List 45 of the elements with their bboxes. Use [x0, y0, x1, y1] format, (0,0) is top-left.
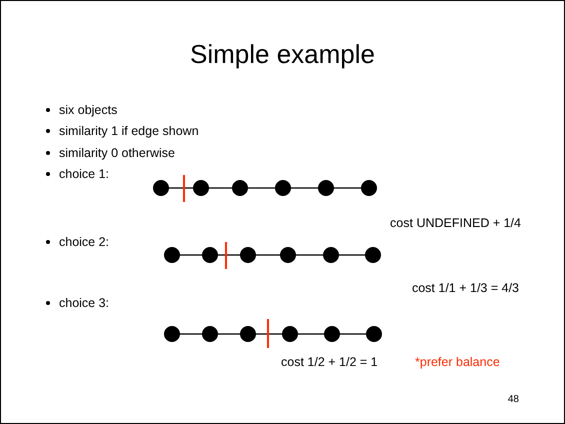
object-dot	[202, 326, 218, 342]
note-text: *prefer balance	[415, 355, 500, 369]
bullet-text: choice 2:	[59, 235, 110, 249]
edge-line	[168, 187, 194, 189]
object-dot	[193, 180, 209, 196]
object-dot	[240, 247, 256, 263]
edge-line	[248, 187, 276, 189]
cost-text: cost 1/2 + 1/2 = 1	[281, 355, 378, 369]
edge-line	[256, 254, 280, 256]
object-dot	[361, 180, 377, 196]
bullet-text: choice 1:	[59, 167, 110, 181]
object-dot	[275, 180, 291, 196]
object-dot	[240, 326, 256, 342]
edge-line	[208, 187, 232, 189]
bullet-text: similarity 0 otherwise	[59, 146, 176, 160]
object-dot	[164, 247, 180, 263]
edge-line	[340, 333, 366, 335]
object-dot	[324, 326, 340, 342]
edge-line	[296, 254, 324, 256]
edge-line	[218, 254, 240, 256]
object-dot	[323, 247, 339, 263]
bullet-text: choice 3:	[59, 296, 110, 310]
edge-line	[256, 333, 282, 335]
object-dot	[232, 180, 248, 196]
edge-line	[180, 333, 202, 335]
edge-line	[290, 187, 318, 189]
cost-text: cost 1/1 + 1/3 = 4/3	[412, 281, 519, 295]
object-dot	[202, 247, 218, 263]
object-dot	[365, 247, 381, 263]
object-dot	[164, 326, 180, 342]
cost-text: cost UNDEFINED + 1/4	[390, 216, 521, 230]
edge-line	[334, 187, 362, 189]
edge-line	[298, 333, 324, 335]
object-dot	[280, 247, 296, 263]
object-dot	[282, 326, 298, 342]
object-dot	[153, 180, 169, 196]
object-dot	[366, 326, 382, 342]
object-dot	[318, 180, 334, 196]
slide-title: Simple example	[189, 39, 376, 69]
edge-line	[338, 254, 366, 256]
page-number: 48	[508, 393, 519, 407]
bullet-text: six objects	[59, 103, 118, 117]
bullet-text: similarity 1 if edge shown	[59, 124, 199, 138]
edge-line	[180, 254, 202, 256]
edge-line	[218, 333, 240, 335]
